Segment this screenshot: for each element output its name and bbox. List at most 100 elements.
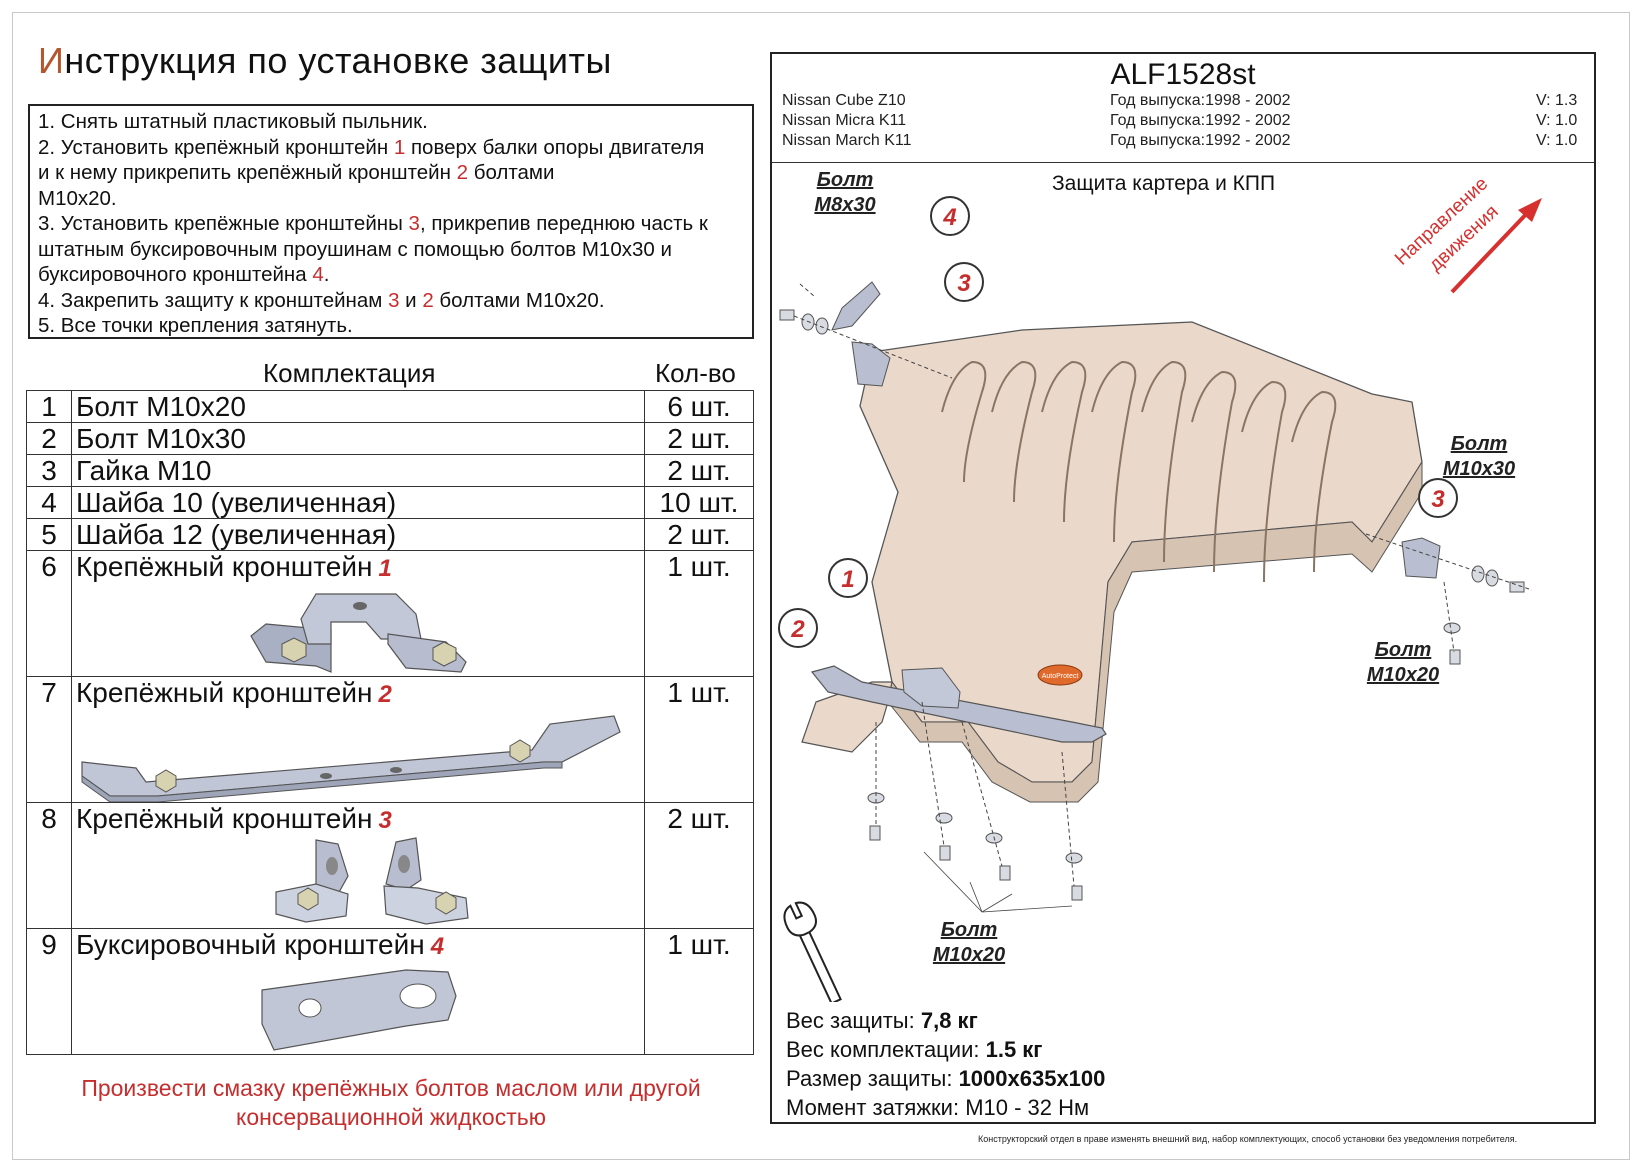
item-qty: 1 шт. xyxy=(644,676,754,803)
step-text: 1. Снять штатный пластиковый пыльник. xyxy=(38,110,428,133)
step-line: М10x20. xyxy=(38,186,744,212)
item-name: Крепёжный кронштейн xyxy=(76,677,373,708)
stiffening-ribs xyxy=(941,360,1337,583)
model-version: V: 1.3 xyxy=(1536,92,1578,109)
label-bolt-word: Болт xyxy=(1450,433,1508,455)
callout-circle xyxy=(944,262,984,302)
step-line: 4. Закрепить защиту к кронштейнам 3 и 2 … xyxy=(38,288,744,314)
step-line: и к нему прикрепить крепёжный кронштейн … xyxy=(38,160,744,186)
spec-value: 7,8 кг xyxy=(920,1008,978,1033)
label-bolt-size: М10х20 xyxy=(932,944,1006,966)
label-bolt-size: М10х20 xyxy=(1366,664,1440,686)
item-qty: 2 шт. xyxy=(644,518,754,551)
bracket-3-front xyxy=(851,341,891,387)
kit-header: Комплектация xyxy=(263,358,436,388)
item-qty: 2 шт. xyxy=(644,802,754,929)
diagram-panel: ALF1528st Nissan Cube Z10 Год выпуска:19… xyxy=(770,52,1596,1124)
product-header: ALF1528st Nissan Cube Z10 Год выпуска:19… xyxy=(772,54,1594,163)
step-text: буксировочного кронштейна xyxy=(38,263,313,286)
lubrication-note: Произвести смазку крепёжных болтов масло… xyxy=(28,1074,754,1132)
model-version: V: 1.0 xyxy=(1536,112,1578,129)
item-qty: 1 шт. xyxy=(644,928,754,1055)
item-name: Крепёжный кронштейн xyxy=(76,551,373,582)
item-name: Болт М10х20 xyxy=(71,390,645,423)
label-bolt-size: М8х30 xyxy=(814,194,876,216)
row-number: 8 xyxy=(26,802,72,929)
row-number: 5 xyxy=(26,518,72,551)
bracket-1-image xyxy=(250,593,467,673)
spec-label: Вес защиты: xyxy=(786,1008,921,1033)
label-bolt-size: М10х30 xyxy=(1442,458,1516,480)
bracket-3-rear xyxy=(1401,537,1441,579)
row-number: 6 xyxy=(26,550,72,677)
footer-disclaimer: Конструкторский отдел в праве изменять в… xyxy=(978,1134,1518,1144)
title-text: нструкция по установке защиты xyxy=(64,40,612,81)
model-years: Год выпуска:1992 - 2002 xyxy=(1110,132,1291,149)
bracket-3-image xyxy=(275,837,469,925)
spec-label: Момент затяжки: xyxy=(786,1095,966,1120)
title-initial: И xyxy=(38,40,65,81)
row-number: 3 xyxy=(26,454,72,487)
callout-number: 4 xyxy=(942,204,956,231)
step-text: 3. Установить крепёжные кронштейны xyxy=(38,212,409,235)
label-bolt-word: Болт xyxy=(816,169,874,191)
label-bolt-word: Болт xyxy=(940,919,998,941)
assembly-diagram: AutoProtect xyxy=(778,173,1542,1002)
note-line-1: Произвести смазку крепёжных болтов масло… xyxy=(81,1075,701,1101)
step-line: 1. Снять штатный пластиковый пыльник. xyxy=(38,109,744,135)
spec-label: Вес комплектации: xyxy=(786,1037,986,1062)
assembly-lines xyxy=(793,283,1533,887)
bracket-4-part xyxy=(831,281,881,331)
step-line: штатным буксировочным проушинам с помощь… xyxy=(38,237,744,263)
spec-kit-weight: Вес комплектации: 1.5 кг xyxy=(786,1035,1105,1064)
direction-arrow-head xyxy=(1518,198,1542,222)
installation-steps: 1. Снять штатный пластиковый пыльник.2. … xyxy=(28,104,754,339)
label-bolt-m10x20-bottom: Болт М10х20 xyxy=(926,918,1012,968)
specifications: Вес защиты: 7,8 кг Вес комплектации: 1.5… xyxy=(786,1006,1105,1122)
item-qty: 1 шт. xyxy=(644,550,754,677)
callout-circle xyxy=(778,608,818,648)
diagram-title: Защита картера и КПП xyxy=(1052,172,1276,195)
step-part-number: 2 xyxy=(422,288,434,312)
product-code: ALF1528st xyxy=(1110,58,1256,91)
page-title: Инструкция по установке защиты xyxy=(38,40,612,82)
step-text: 2. Установить крепёжный кронштейн xyxy=(38,135,394,159)
callout-circle xyxy=(1418,478,1458,518)
step-line: 2. Установить крепёжный кронштейн 1 пове… xyxy=(38,135,744,161)
bracket-1-part xyxy=(901,667,961,709)
logo-badge: AutoProtect xyxy=(1042,673,1079,680)
model-name: Nissan Cube Z10 xyxy=(782,92,906,109)
page-frame xyxy=(12,12,1630,1160)
item-name: Гайка М10 xyxy=(71,454,645,487)
model-name: Nissan Micra K11 xyxy=(782,112,907,129)
callout-number: 1 xyxy=(841,566,854,593)
spec-size: Размер защиты: 1000x635x100 xyxy=(786,1064,1105,1093)
callout-number: 2 xyxy=(790,616,805,643)
step-part-number: 2 xyxy=(456,161,469,184)
row-number: 2 xyxy=(26,422,72,455)
bracket-number: 4 xyxy=(430,933,445,960)
item-qty: 2 шт. xyxy=(644,454,754,487)
direction-arrow-line xyxy=(1450,206,1534,294)
spec-torque: Момент затяжки: М10 - 32 Нм xyxy=(786,1093,1105,1122)
callout-circle xyxy=(828,558,868,598)
row-number: 4 xyxy=(26,486,72,519)
spec-value: 1000x635x100 xyxy=(958,1066,1106,1091)
label-bolt-m10x20-right: Болт М10х20 xyxy=(1360,638,1446,688)
step-line: 3. Установить крепёжные кронштейны 3, пр… xyxy=(38,211,744,237)
bracket-4-image xyxy=(261,969,457,1051)
wrench-icon xyxy=(783,901,842,1002)
